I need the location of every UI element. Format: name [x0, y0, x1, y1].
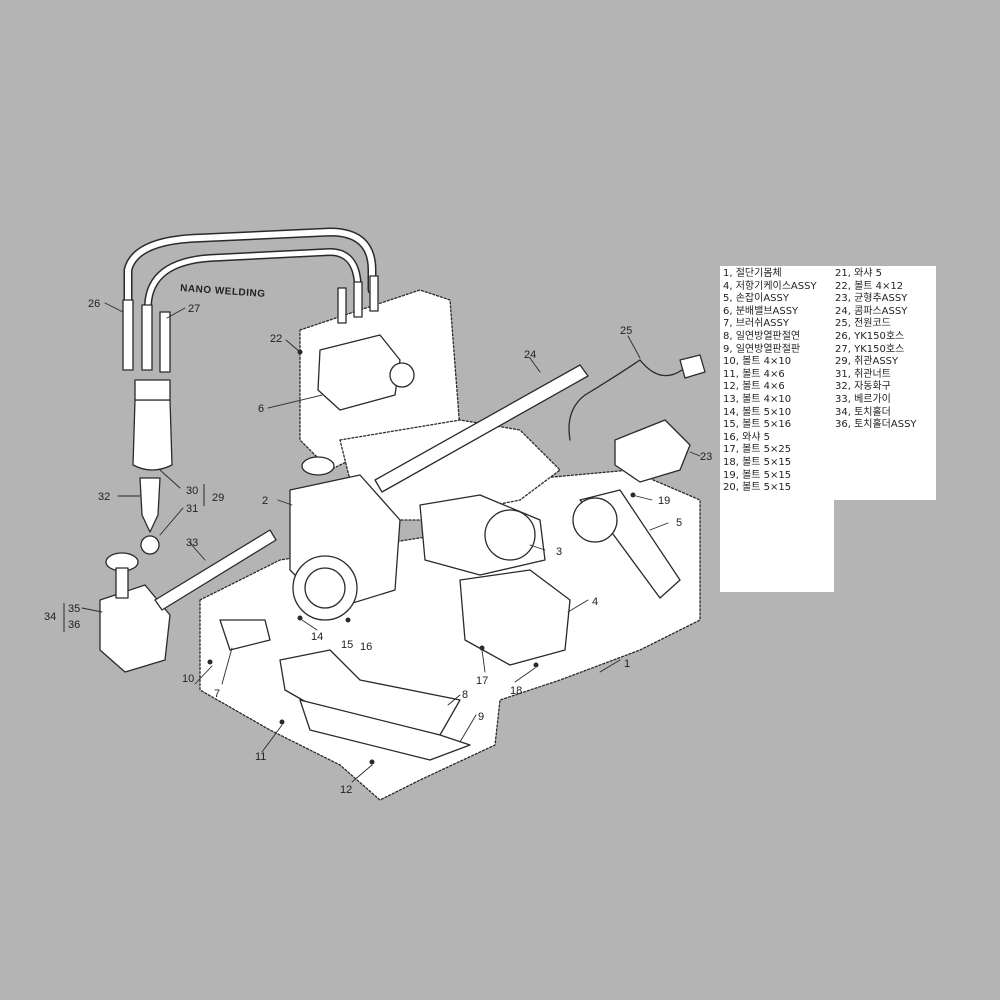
- hose-fitting-27a: [141, 304, 153, 371]
- callout-34: 34: [44, 611, 56, 623]
- power-cord-end: [639, 359, 683, 377]
- callout-16: 16: [360, 641, 372, 653]
- distribution-valve: [317, 334, 401, 411]
- legend-entry: 6, 분배밸브ASSY: [723, 305, 799, 317]
- callout-numbers: 1 2 3 4 5 6 7 8 9 10 11 12 14 15 16 17 1…: [44, 298, 712, 796]
- callout-14: 14: [311, 631, 323, 643]
- legend-entry: 23, 균형추ASSY: [835, 293, 908, 305]
- callout-29: 29: [212, 492, 224, 504]
- torch-head: [134, 379, 171, 401]
- callout-26: 26: [88, 298, 100, 310]
- legend-entry: 11, 볼트 4×6: [723, 368, 785, 380]
- callout-5: 5: [676, 517, 682, 529]
- legend-entry: 14, 볼트 5×10: [723, 406, 792, 418]
- guide-rod: [154, 529, 277, 611]
- legend-entry: 25, 전원코드: [835, 318, 891, 330]
- callout-31: 31: [186, 503, 198, 515]
- brand-label: NANO WELDING: [180, 283, 266, 300]
- legend-entry: 29, 취관ASSY: [835, 356, 899, 368]
- legend-entry: 13, 볼트 4×10: [723, 393, 792, 405]
- legend-entry: 16, 와샤 5: [723, 431, 771, 443]
- torch-nut: [140, 535, 160, 555]
- torch-holder: [99, 584, 171, 673]
- callout-23: 23: [700, 451, 712, 463]
- callout-6: 6: [258, 403, 264, 415]
- resistor-case: [459, 569, 571, 666]
- legend-entry: 5, 손잡이ASSY: [723, 293, 789, 305]
- hose-loop-2-inner: [145, 249, 361, 308]
- insulation-plate-9: [299, 699, 471, 761]
- callout-35: 35: [68, 603, 80, 615]
- callout-33: 33: [186, 537, 198, 549]
- legend-entry: 17, 볼트 5×25: [723, 444, 792, 456]
- legend-entry: 19, 볼트 5×15: [723, 469, 792, 481]
- callout-1: 1: [624, 658, 630, 670]
- torch-body: [132, 399, 173, 471]
- carriage-knob: [301, 456, 335, 476]
- callout-19: 19: [658, 495, 670, 507]
- callout-36: 36: [68, 619, 80, 631]
- callout-10: 10: [182, 673, 194, 685]
- callout-3: 3: [556, 546, 562, 558]
- legend-entry: 20, 볼트 5×15: [723, 482, 792, 494]
- callout-32: 32: [98, 491, 110, 503]
- torch-holder-post: [115, 567, 129, 599]
- torch-tip: [139, 477, 161, 533]
- callout-25: 25: [620, 325, 632, 337]
- callout-12: 12: [340, 784, 352, 796]
- brush-assembly: [219, 619, 271, 651]
- handle-ring: [572, 497, 618, 543]
- hose-fitting-r3: [369, 275, 379, 312]
- callout-7: 7: [214, 688, 220, 700]
- callout-22: 22: [270, 333, 282, 345]
- legend-entry: 7, 브러쉬ASSY: [723, 318, 789, 330]
- callout-4: 4: [592, 596, 598, 608]
- legend-entry: 4, 저항기케이스ASSY: [723, 280, 817, 292]
- leader-lines: [81, 302, 701, 783]
- legend-entry: 1, 절단기몸체: [723, 268, 782, 279]
- hose-loop-inner: [125, 229, 375, 303]
- legend-entry: 26, YK150호스: [835, 330, 905, 342]
- compass-bar: [374, 364, 589, 493]
- callout-24: 24: [524, 349, 536, 361]
- callout-18: 18: [510, 685, 522, 697]
- callout-2: 2: [262, 495, 268, 507]
- power-plug: [679, 354, 706, 379]
- power-cord: [568, 359, 641, 441]
- motor-end-cap: [484, 509, 536, 561]
- legend-entry: 18, 볼트 5×15: [723, 456, 792, 468]
- counterweight: [614, 419, 691, 483]
- callout-11: 11: [255, 751, 266, 763]
- callout-17: 17: [476, 675, 488, 687]
- callout-30: 30: [186, 485, 198, 497]
- callout-15: 15: [341, 639, 353, 651]
- hose-fitting-26: [122, 299, 134, 371]
- legend-entry: 12, 볼트 4×6: [723, 381, 785, 393]
- legend-entry: 27, YK150호스: [835, 343, 905, 355]
- legend-entry: 36, 토치홀더ASSY: [835, 419, 917, 431]
- hose-fitting-r2: [353, 281, 363, 318]
- callout-27: 27: [188, 303, 200, 315]
- legend-entry: 22, 볼트 4×12: [835, 280, 904, 292]
- legend-entry: 15, 볼트 5×16: [723, 419, 792, 431]
- drive-wheel-hub: [304, 567, 346, 609]
- legend-entry: 34, 토치홀더: [835, 406, 891, 418]
- legend-entry: 31, 취관너트: [835, 368, 891, 380]
- legend-entry: 8, 일연방열판절연: [723, 330, 801, 342]
- valve-knob: [389, 362, 415, 388]
- legend-entry: 33, 베르가이: [835, 393, 891, 405]
- legend-entry: 9, 일연방열판절판: [723, 343, 801, 355]
- hose-fitting-27b: [159, 311, 171, 373]
- legend-entry: 21, 와샤 5: [835, 268, 883, 279]
- hose-fitting-r1: [337, 287, 347, 324]
- callout-8: 8: [462, 689, 468, 701]
- legend-entry: 24, 콤파스ASSY: [835, 305, 908, 317]
- legend-entry: 10, 볼트 4×10: [723, 356, 792, 368]
- callout-9: 9: [478, 711, 484, 723]
- legend-entry: 32, 자동화구: [835, 381, 891, 393]
- insulation-plate-8: [279, 649, 461, 736]
